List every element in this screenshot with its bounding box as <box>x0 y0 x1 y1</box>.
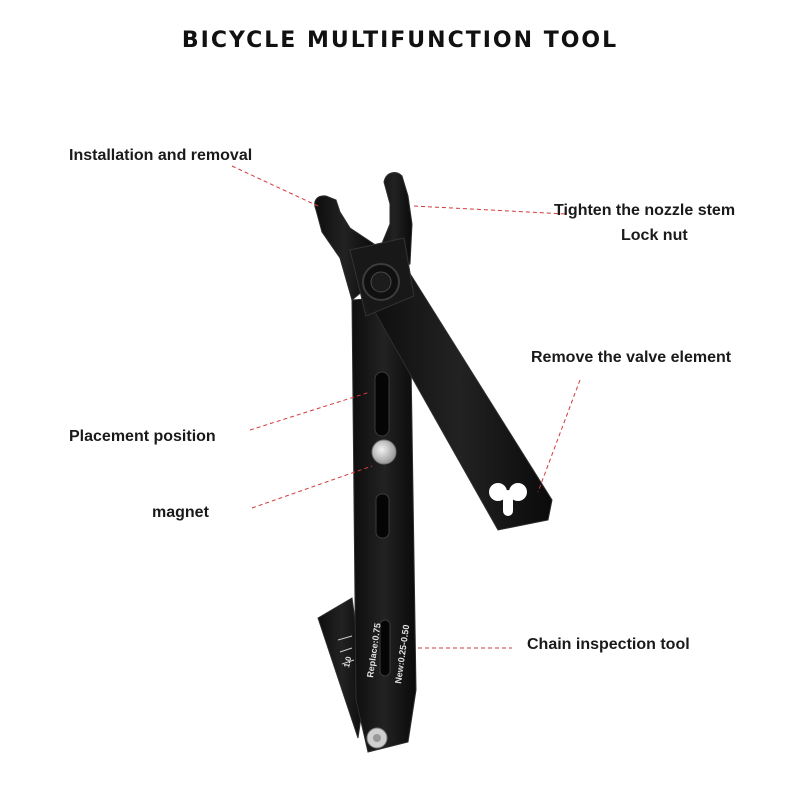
gauge-slot <box>379 619 391 677</box>
placement-slot <box>374 371 390 437</box>
page-title: BICYCLE MULTIFUNCTION TOOL <box>181 28 619 53</box>
callout-installation: Installation and removal <box>69 147 253 164</box>
callout-tighten-nozzle: Tighten the nozzle stem <box>554 202 736 219</box>
magnet-disc-icon <box>371 439 397 465</box>
leader-tighten <box>413 205 567 215</box>
leader-lines <box>231 165 581 649</box>
leader-installation <box>231 165 319 207</box>
callout-placement: Placement position <box>69 428 216 445</box>
gauge-size-label: 1.0 <box>342 655 353 668</box>
gauge-ticks <box>337 635 355 665</box>
callout-valve: Remove the valve element <box>531 349 732 366</box>
callout-magnet: magnet <box>152 504 209 521</box>
callout-chain: Chain inspection tool <box>527 636 690 653</box>
callout-lock-nut: Lock nut <box>621 227 688 244</box>
leader-placement <box>249 391 371 431</box>
leader-magnet <box>251 465 373 509</box>
valve-key-cutout-icon <box>489 483 527 516</box>
rivet-screw-icon <box>366 727 388 749</box>
lower-slot <box>375 493 390 539</box>
pivot-bolt-icon <box>362 263 400 301</box>
leader-valve <box>537 379 581 493</box>
